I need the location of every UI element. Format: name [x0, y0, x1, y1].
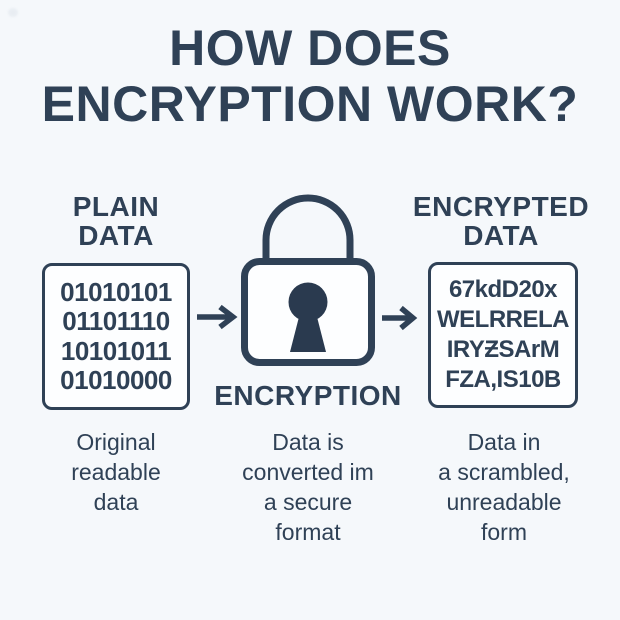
- caption-line: Original: [76, 429, 156, 455]
- arrow-right-icon: [380, 303, 420, 333]
- cipher-line: WELRRELA: [437, 306, 569, 333]
- caption-line: format: [275, 519, 341, 545]
- caption-line: data: [93, 489, 139, 515]
- arrow-right-icon: [194, 302, 240, 332]
- caption-line: form: [481, 519, 527, 545]
- caption-line: converted im: [242, 459, 374, 485]
- plain-data-caption: Original readable data: [26, 427, 206, 517]
- encrypted-data-heading-line1: ENCRYPTED: [412, 191, 590, 222]
- page-title-line1: HOW DOES: [169, 20, 451, 76]
- padlock-icon: [238, 190, 378, 368]
- plain-data-heading: PLAIN DATA: [24, 192, 208, 250]
- encrypted-data-heading-line2: DATA: [463, 220, 539, 251]
- binary-line: 01101110: [62, 306, 170, 336]
- watermark-artifact: [8, 8, 18, 17]
- plain-data-heading-line1: PLAIN: [72, 191, 160, 222]
- caption-line: readable: [71, 459, 161, 485]
- caption-line: unreadable: [446, 489, 562, 515]
- plain-data-heading-line2: DATA: [78, 220, 154, 251]
- plain-data-box: 01010101 01101110 10101011 01010000: [42, 263, 190, 410]
- encryption-caption: Data is converted im a secure format: [212, 427, 404, 547]
- caption-line: a secure: [263, 489, 353, 515]
- caption-line: Data in: [467, 429, 541, 455]
- encrypted-data-box: 67kdD20x WELRRELA IRYƵSArM FZA,IS10B: [428, 262, 578, 408]
- cipher-line: FZA,IS10B: [445, 366, 561, 393]
- page-title-line2: ENCRYPTION WORK?: [41, 76, 579, 132]
- caption-line: a scrambled,: [438, 459, 570, 485]
- encrypted-data-heading: ENCRYPTED DATA: [406, 192, 596, 250]
- caption-line: Data is: [272, 429, 344, 455]
- binary-line: 01010000: [60, 365, 172, 395]
- binary-line: 01010101: [60, 276, 172, 307]
- encrypted-data-caption: Data in a scrambled, unreadable form: [408, 427, 600, 547]
- binary-line: 10101011: [60, 335, 172, 366]
- page-title: HOW DOES ENCRYPTION WORK?: [0, 20, 620, 132]
- cipher-line: IRYƵSArM: [446, 336, 560, 363]
- cipher-line: 67kdD20x: [448, 276, 558, 303]
- encryption-label: ENCRYPTION: [214, 380, 402, 411]
